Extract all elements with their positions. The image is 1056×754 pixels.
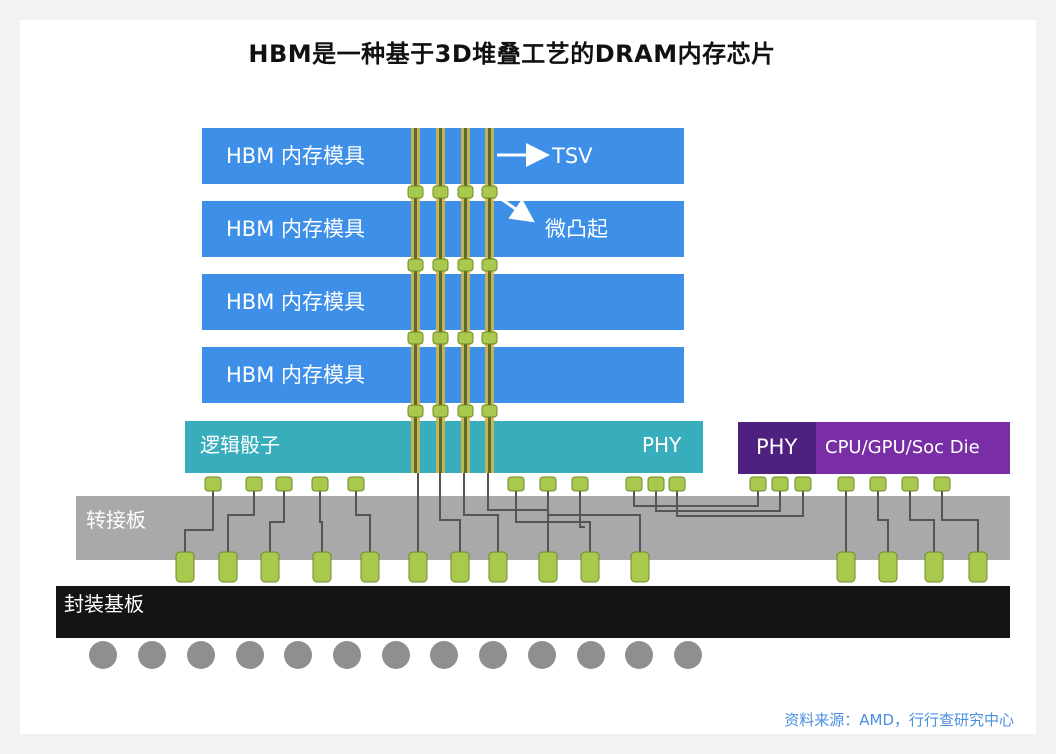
solder-ball [333,641,361,669]
micro-bump [407,185,424,199]
c4-bump [538,551,558,583]
micro-bump [481,404,498,418]
c4-bump [968,551,988,583]
solder-ball [479,641,507,669]
interposer [76,496,1010,560]
micro-bump [507,476,525,492]
solder-ball [430,641,458,669]
interposer-traces [184,473,979,552]
solder-ball [284,641,312,669]
micro-bump [869,476,887,492]
micro-bump [407,258,424,272]
solder-ball [674,641,702,669]
micro-bump [432,185,449,199]
tsv-core [439,128,442,473]
hbm-memory-die-label-1: HBM 内存模具 [226,144,365,168]
micro-bumps [407,185,498,418]
c4-bump [878,551,898,583]
micro-bump [407,404,424,418]
processor-phy [738,422,816,474]
micro-bump [933,476,951,492]
tsv-label: TSV [551,144,593,168]
package-substrate [56,586,1010,638]
solder-ball [625,641,653,669]
micro-bump [432,258,449,272]
micro-bump [625,476,643,492]
solder-ball [89,641,117,669]
microbump-arrow [496,194,535,223]
hbm-memory-die-label-2: HBM 内存模具 [226,217,365,241]
package-substrate-label: 封装基板 [64,592,144,616]
figure-title: HBM是一种基于3D堆叠工艺的DRAM内存芯片 [248,40,776,68]
c4-bump [836,551,856,583]
hbm-memory-die-label-3: HBM 内存模具 [226,290,365,314]
micro-bump [432,331,449,345]
tsv-core [414,128,417,473]
solder-ball [187,641,215,669]
c4-bump [260,551,280,583]
micro-bump [245,476,263,492]
c4-bump [312,551,332,583]
logic-die-label: 逻辑骰子 [200,433,280,457]
micro-bump [457,258,474,272]
micro-bump [347,476,365,492]
c4-bump [630,551,650,583]
micro-bump [457,404,474,418]
source-note: 资料来源：AMD，行行查研究中心 [784,711,1014,729]
solder-ball [577,641,605,669]
hbm-memory-die-label-4: HBM 内存模具 [226,363,365,387]
solder-ball [382,641,410,669]
solder-balls [89,641,702,669]
tsv-core [488,128,491,473]
c4-bump [408,551,428,583]
micro-bump [837,476,855,492]
micro-bump [771,476,789,492]
tsv-core [464,128,467,473]
micro-bump [481,258,498,272]
micro-bump [311,476,329,492]
c4-bump [924,551,944,583]
solder-ball [138,641,166,669]
micro-bump [432,404,449,418]
micro-bump [481,185,498,199]
c4-bump [580,551,600,583]
micro-bump [407,331,424,345]
micro-bump [668,476,686,492]
solder-ball [528,641,556,669]
c4-bump [450,551,470,583]
interposer-label: 转接板 [86,508,146,532]
micro-bump [794,476,812,492]
tsv-columns [411,128,494,473]
micro-bump [457,185,474,199]
solder-ball [236,641,264,669]
micro-bump [647,476,665,492]
micro-bump [539,476,557,492]
die-to-interposer-bumps [204,476,951,492]
micro-bump [275,476,293,492]
c4-bump [218,551,238,583]
micro-bump [481,331,498,345]
processor-phy-label: PHY [756,435,797,459]
micro-bump [204,476,222,492]
micro-bump [457,331,474,345]
micro-bump [571,476,589,492]
interposer-to-substrate-bumps [175,551,988,583]
micro-bump [901,476,919,492]
microbump-label: 微凸起 [545,217,608,241]
processor-die-label: CPU/GPU/Soc Die [825,437,980,458]
c4-bump [360,551,380,583]
micro-bump [749,476,767,492]
c4-bump [175,551,195,583]
c4-bump [488,551,508,583]
logic-die-phy-label: PHY [642,433,682,457]
